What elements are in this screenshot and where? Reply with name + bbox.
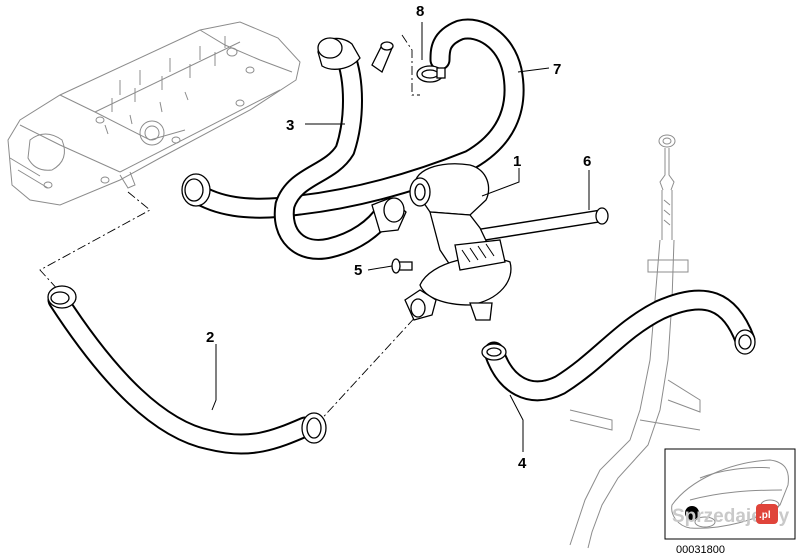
- location-marker-icon: [685, 506, 699, 520]
- callout-1: 1: [513, 153, 521, 170]
- callout-6: 6: [583, 153, 591, 170]
- watermark-badge: [756, 504, 778, 524]
- callout-5: 5: [354, 262, 362, 279]
- watermark: Sprzedajemy .pl: [672, 504, 790, 527]
- leader-lines: [211, 22, 590, 452]
- callout-4: 4: [518, 455, 527, 472]
- callout-8: 8: [416, 3, 424, 20]
- callout-2: 2: [206, 329, 214, 346]
- hose-clamp-part-8: [416, 65, 446, 83]
- hose-part-3: [273, 37, 407, 260]
- diagram-number: 00031800: [676, 544, 725, 556]
- callout-7: 7: [553, 61, 561, 78]
- callout-numbers: 1 2 3 4 5 6 7 8: [206, 3, 591, 472]
- hose-part-2: [47, 285, 327, 455]
- crankcase-vent-valve-part-1: [404, 163, 512, 321]
- connection-lines: [39, 34, 421, 426]
- watermark-badge-text: .pl: [759, 510, 771, 521]
- valve-cover-illustration: [7, 21, 301, 206]
- hose-part-6: [473, 207, 609, 242]
- screw-part-5: [391, 258, 413, 274]
- callout-3: 3: [286, 117, 294, 134]
- hose-part-4: [481, 289, 756, 402]
